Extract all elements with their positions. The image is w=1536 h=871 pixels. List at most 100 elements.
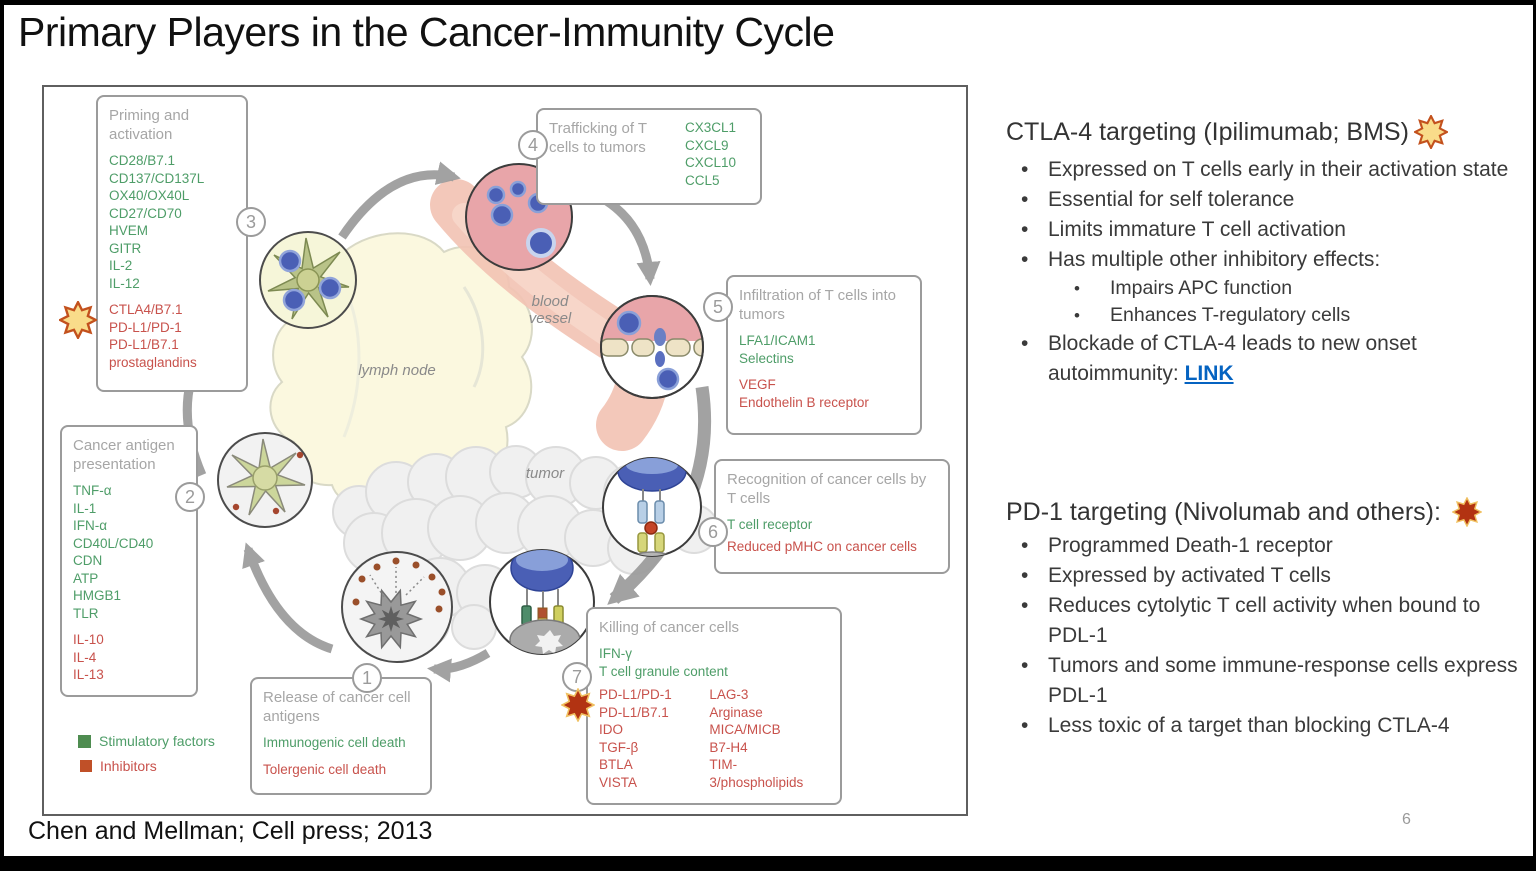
stage-box-presentation: Cancer antigen presentation TNF-α IL-1 I… (60, 425, 198, 697)
step-3-badge: 3 (236, 207, 266, 237)
slide-title: Primary Players in the Cancer-Immunity C… (18, 9, 835, 55)
factor-item: PD-L1/PD-1 (599, 687, 672, 702)
page-number: 6 (1402, 811, 1411, 828)
lymph-node-label: lymph node (358, 362, 436, 379)
factor-item: PD-L1/PD-1 (109, 319, 182, 335)
cycle-diagram-panel (42, 85, 968, 816)
bullet-item: Essential for self tolerance (1006, 185, 1522, 215)
legend-stimulatory: Stimulatory factors (78, 733, 215, 749)
pd1-heading: PD-1 targeting (Nivolumab and others): (1006, 497, 1522, 527)
factor-item: Endothelin B receptor (739, 394, 869, 410)
step-5-badge: 5 (703, 292, 733, 322)
stage-box-release: Release of cancer cell antigens Immunoge… (250, 677, 432, 795)
factor-item: CXCL10 (685, 155, 737, 170)
bullet-item: Expressed by activated T cells (1006, 561, 1522, 591)
ctla4-yellow-burst-icon (59, 301, 97, 339)
factor-item: IL-10 (73, 632, 104, 647)
factor-item: OX40/OX40L (109, 188, 190, 203)
factor-item: PD-L1/B7.1 (109, 337, 179, 352)
red-burst-icon (1451, 497, 1482, 527)
factor-item: BTLA (599, 757, 633, 772)
factor-item: Tolergenic cell death (263, 761, 387, 777)
stage-box-title: Trafficking of T cells to tumors (549, 120, 647, 156)
factor-item: IL-13 (73, 667, 104, 682)
bullet-item: Tumors and some immune-response cells ex… (1006, 651, 1522, 711)
factor-item: T cell granule content (599, 663, 728, 679)
factor-item: IDO (599, 722, 624, 737)
factor-item: CD27/CD70 (109, 205, 182, 221)
step-4-badge: 4 (518, 130, 548, 160)
bullet-text: Blockade of CTLA-4 leads to new onset au… (1048, 332, 1417, 385)
factor-item: TGF-β (599, 739, 639, 755)
stage-box-trafficking: Trafficking of T cells to tumors CX3CL1 … (536, 108, 762, 205)
stage-box-recognition: Recognition of cancer cells by T cells T… (714, 459, 950, 574)
factor-item: VEGF (739, 377, 776, 392)
citation: Chen and Mellman; Cell press; 2013 (28, 817, 433, 845)
factor-item: ATP (73, 570, 99, 586)
factor-item: PD-L1/B7.1 (599, 704, 669, 720)
bullet-item-with-link: Blockade of CTLA-4 leads to new onset au… (1006, 329, 1522, 389)
factor-item: Arginase (709, 704, 763, 720)
bullet-item: Has multiple other inhibitory effects: (1006, 245, 1522, 275)
factor-item: Reduced pMHC on cancer cells (727, 538, 917, 554)
factor-item: IL-2 (109, 258, 133, 273)
factor-item: T cell receptor (727, 517, 813, 532)
sub-bullet-item: Impairs APC function (1006, 275, 1522, 302)
factor-item: GITR (109, 240, 142, 256)
factor-item: CD28/B7.1 (109, 153, 176, 168)
bullet-item: Reduces cytolytic T cell activity when b… (1006, 591, 1522, 651)
factor-item: CX3CL1 (685, 120, 737, 135)
stage-box-title: Release of cancer cell antigens (263, 689, 411, 725)
factor-item: VISTA (599, 774, 638, 790)
legend-inhibitors: Inhibitors (80, 758, 157, 774)
factor-item: CXCL9 (685, 137, 729, 153)
stage-box-title: Infiltration of T cells into tumors (739, 287, 897, 323)
factor-item: TLR (73, 605, 99, 621)
ctla4-heading-text: CTLA-4 targeting (Ipilimumab; BMS) (1006, 117, 1409, 146)
factor-item: IL-1 (73, 500, 97, 516)
pd1-heading-text: PD-1 targeting (Nivolumab and others): (1006, 497, 1441, 526)
pd1-red-burst-icon (561, 688, 595, 722)
bullet-item: Limits immature T cell activation (1006, 215, 1522, 245)
stage-box-title: Killing of cancer cells (599, 619, 740, 636)
ctla4-section: CTLA-4 targeting (Ipilimumab; BMS) Expre… (1006, 115, 1522, 389)
pd1-section: PD-1 targeting (Nivolumab and others): P… (1006, 497, 1522, 741)
factor-item: CD137/CD137L (109, 170, 205, 186)
autoimmunity-link[interactable]: LINK (1184, 362, 1234, 385)
factor-item: TIM-3/phospholipids (709, 757, 804, 790)
factor-item: IL-4 (73, 649, 97, 665)
factor-item: B7-H4 (709, 739, 748, 755)
factor-item: LAG-3 (709, 687, 749, 702)
stimulatory-swatch-icon (78, 734, 91, 748)
yellow-burst-icon (1413, 115, 1448, 149)
bullet-item: Expressed on T cells early in their acti… (1006, 155, 1522, 185)
cycle-diagram-art (182, 161, 719, 683)
stage-box-title: Cancer antigen presentation (73, 437, 175, 473)
tumor-label: tumor (525, 465, 565, 482)
factor-item: prostaglandins (109, 354, 197, 370)
stage-box-infiltration: Infiltration of T cells into tumors LFA1… (726, 275, 922, 435)
factor-item: CD40L/CD40 (73, 535, 154, 551)
blood-vessel-label: blood vessel (528, 293, 572, 327)
slide: Primary Players in the Cancer-Immunity C… (4, 5, 1533, 856)
factor-item: CTLA4/B7.1 (109, 302, 183, 317)
factor-item: Immunogenic cell death (263, 735, 406, 750)
inhibitor-swatch-icon (80, 760, 92, 772)
ctla4-heading: CTLA-4 targeting (Ipilimumab; BMS) (1006, 115, 1522, 149)
factor-item: HMGB1 (73, 588, 122, 603)
factor-item: CDN (73, 553, 103, 568)
step-6-badge: 6 (698, 517, 728, 547)
step-2-badge: 2 (175, 482, 205, 512)
bullet-item: Less toxic of a target than blocking CTL… (1006, 711, 1522, 741)
legend-label: Stimulatory factors (99, 733, 215, 749)
sub-bullet-item: Enhances T-regulatory cells (1006, 302, 1522, 329)
factor-item: LFA1/ICAM1 (739, 333, 816, 348)
factor-item: IFN-γ (599, 646, 632, 661)
factor-item: TNF-α (73, 483, 112, 498)
factor-item: IFN-α (73, 518, 108, 533)
factor-item: IL-12 (109, 275, 140, 291)
stage-box-priming: Priming and activation CD28/B7.1 CD137/C… (96, 95, 248, 392)
factor-item: MICA/MICB (709, 722, 781, 737)
step-1-badge: 1 (352, 663, 382, 693)
stage-box-killing: Killing of cancer cells IFN-γ T cell gra… (586, 607, 842, 805)
